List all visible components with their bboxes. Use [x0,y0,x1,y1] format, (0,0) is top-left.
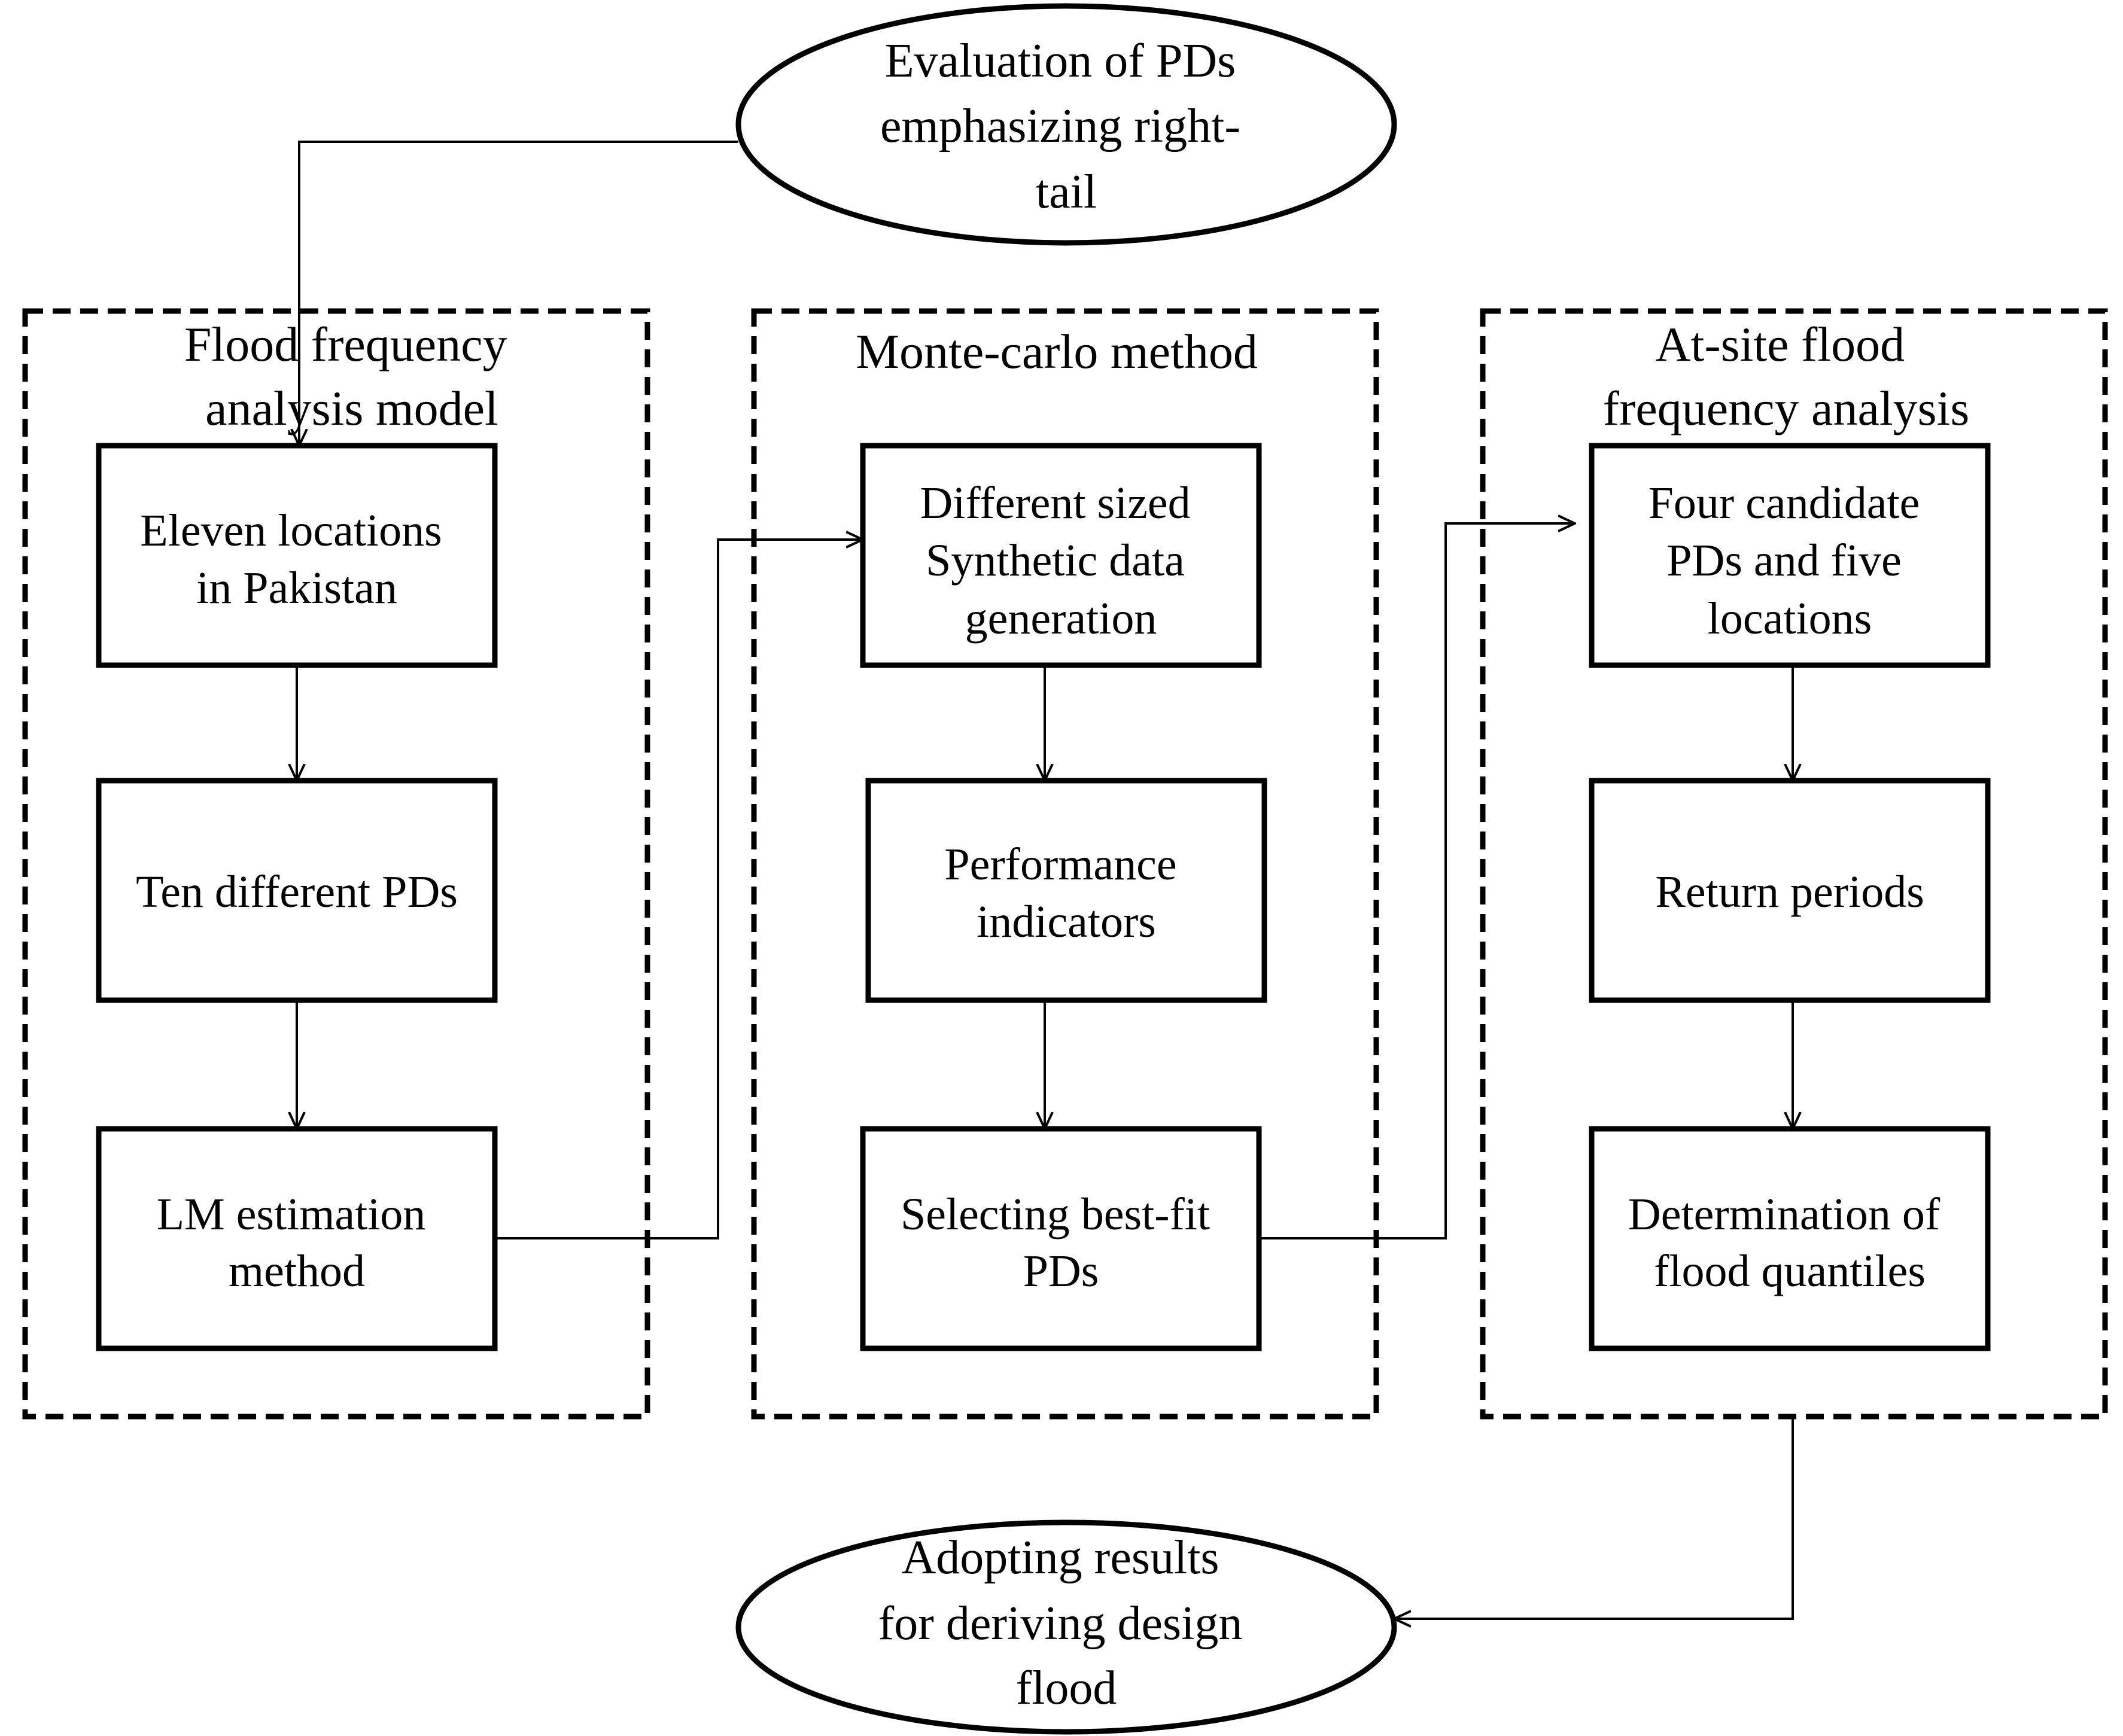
arrow-selecting-to-four-candidate [1259,523,1575,1239]
group-title-at-site-analysis: At-site flood frequency analysis [1603,317,1969,435]
group-title-monte-carlo: Monte-carlo method [856,324,1258,379]
step-box-synthetic-data: Different sized Synthetic data generatio… [860,443,1262,668]
group-title-flood-frequency-model: Flood frequency analysis model [184,317,519,435]
end-ellipse: Adopting results for deriving design flo… [735,1519,1397,1735]
svg-text:Performance indicators: Performance indicators [944,839,1188,947]
step-box-ten-different-pds: Ten different PDs [96,778,498,1003]
svg-text:Determination of flood q: Determination of flood quantiles [1628,1189,1951,1296]
step-box-performance-indicators: Performance indicators [865,778,1267,1003]
svg-text:Selecting best-fit PDs: Selecting best-fit PDs [901,1189,1221,1296]
step-box-four-candidate-pds: Four candidate PDs and five locations [1589,443,1991,668]
svg-text:Return periods: Return periods [1655,867,1924,917]
svg-text:Eleven locations in Pak: Eleven locations in Pakistan [140,505,453,613]
svg-text:Different sized Syntheti: Different sized Synthetic data generatio… [920,478,1202,644]
arrow-at-site-to-end [1394,1417,1794,1619]
arrow-lm-estimation-to-synthetic-data [495,540,863,1239]
step-box-flood-quantiles: Determination of flood quantiles [1589,1126,1991,1351]
svg-text:LM estimation method: LM estimation method [157,1189,437,1296]
step-box-eleven-locations: Eleven locations in Pakistan [96,443,498,668]
step-box-return-periods: Return periods [1589,778,1991,1003]
svg-text:Four candidate PDs and f: Four candidate PDs and five locations [1648,478,1932,644]
start-ellipse: Evaluation of PDs emphasizing right- tai… [735,3,1397,246]
svg-text:Evaluation of PDs emphas: Evaluation of PDs emphasizing right- tai… [880,35,1252,218]
svg-text:Ten different PDs: Ten different PDs [136,867,458,917]
group-box-flood-frequency-model [22,308,650,1420]
step-box-lm-estimation: LM estimation method [96,1126,498,1351]
group-box-monte-carlo [751,308,1379,1420]
svg-text:Adopting results for der: Adopting results for deriving design flo… [878,1531,1255,1714]
step-box-selecting-best-fit: Selecting best-fit PDs [860,1126,1262,1351]
arrow-start-to-eleven-locations [299,141,738,446]
